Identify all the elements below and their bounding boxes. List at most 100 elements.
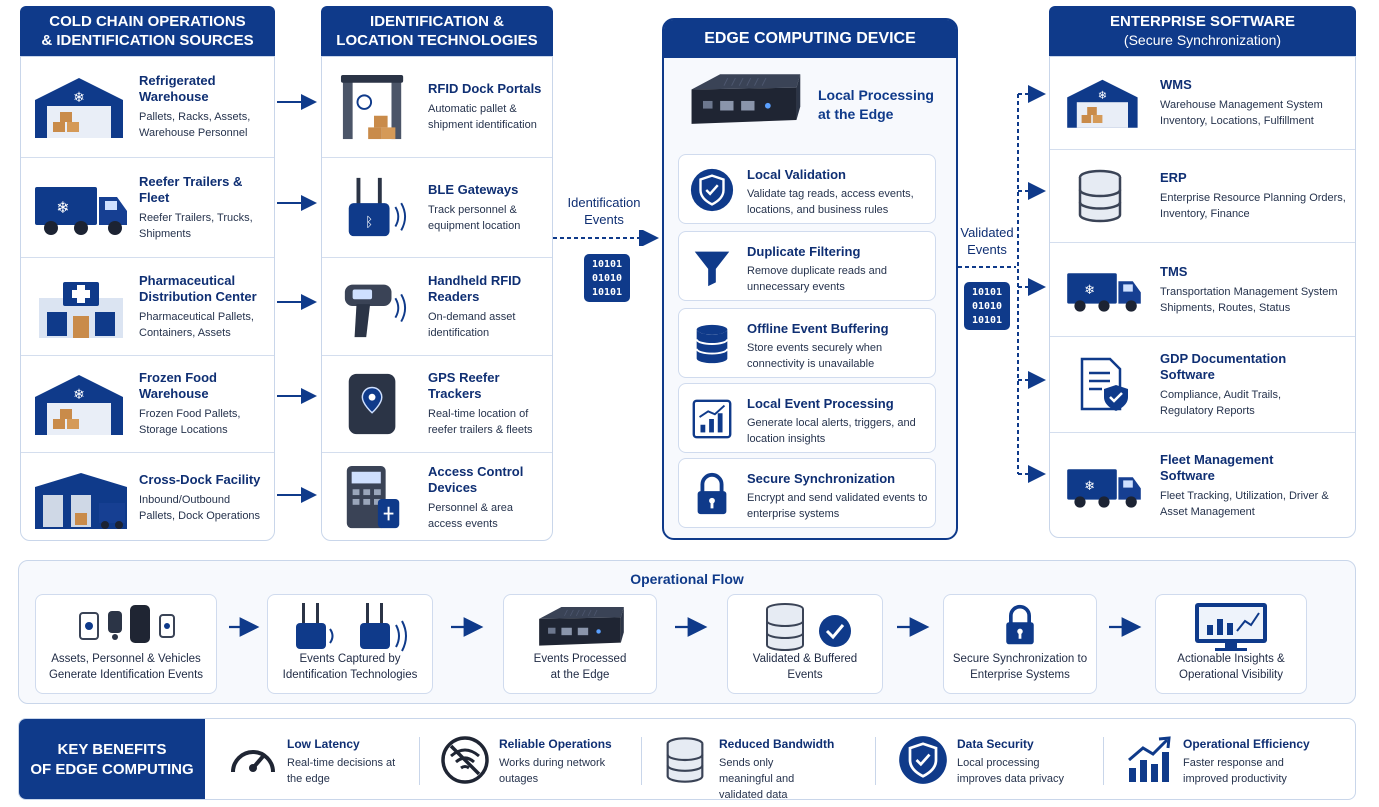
technologies-title-line2: LOCATION TECHNOLOGIES — [336, 32, 538, 49]
tech-desc: On-demand asset identification — [428, 310, 516, 339]
source-desc: Pharmaceutical Pallets, Containers, Asse… — [139, 310, 254, 339]
edge-function-desc: Store events securely when connectivity … — [747, 342, 883, 370]
binary-data-icon: 10101 01010 10101 — [584, 254, 630, 302]
validated-events-label: Validated Events — [960, 225, 1014, 257]
enterprise-panel: WMS Warehouse Management System Inventory… — [1049, 56, 1356, 538]
frozen-warehouse-icon — [31, 369, 131, 439]
enterprise-title-line2: (Secure Synchronization) — [1123, 32, 1282, 48]
benefit-title: Data Security — [957, 737, 1034, 751]
edge-function-title: Secure Synchronization — [747, 471, 896, 486]
flow-step: Secure Synchronization to Enterprise Sys… — [943, 594, 1097, 694]
source-title: Refrigerated Warehouse — [139, 73, 216, 104]
flow-step-label: Events Captured by Identification Techno… — [282, 653, 418, 681]
flow-arrows — [229, 617, 1142, 637]
edge-function-title: Offline Event Buffering — [747, 321, 889, 336]
benefit-desc: Sends only meaningful and validated data — [719, 757, 795, 800]
source-title: Cross-Dock Facility — [139, 471, 261, 487]
enterprise-item: TMS Transportation Management System Ship… — [1050, 242, 1355, 336]
edge-function-desc: Generate local alerts, triggers, and loc… — [747, 417, 916, 445]
enterprise-desc: Warehouse Management System Inventory, L… — [1160, 99, 1323, 127]
source-desc: Inbound/Outbound Pallets, Dock Operation… — [139, 493, 261, 522]
flow-step: Events Captured by Identification Techno… — [267, 594, 433, 694]
identification-events-arrow — [553, 230, 659, 246]
enterprise-title: Fleet Management Software — [1160, 452, 1274, 483]
enterprise-title: WMS — [1160, 77, 1192, 92]
operational-flow-title: Operational Flow — [630, 571, 744, 587]
shield-check-icon — [689, 167, 735, 213]
edge-function-title: Duplicate Filtering — [747, 244, 861, 259]
benefit-divider — [1103, 737, 1104, 785]
reefer-truck-icon — [31, 173, 131, 243]
source-title: Pharmaceutical Distribution Center — [139, 272, 257, 304]
handheld-reader-icon — [334, 273, 414, 341]
flow-step: Assets, Personnel & Vehicles Generate Id… — [35, 594, 217, 694]
tech-title: Access Control Devices — [428, 463, 524, 495]
truck-icon — [1064, 262, 1144, 318]
enterprise-desc: Transportation Management System Shipmen… — [1160, 285, 1338, 314]
source-title: Frozen Food Warehouse — [139, 370, 217, 401]
source-desc: Pallets, Racks, Assets, Warehouse Person… — [139, 111, 251, 139]
operational-flow-panel: Operational Flow Assets, Personnel & Veh… — [18, 560, 1356, 704]
enterprise-desc: Fleet Tracking, Utilization, Driver & As… — [1160, 490, 1329, 518]
edge-device-icon — [682, 66, 806, 134]
tech-title: Handheld RFID Readers — [428, 272, 522, 304]
tech-desc: Track personnel & equipment location — [428, 203, 521, 232]
shield-check-icon — [897, 734, 949, 786]
enterprise-title: ERP — [1160, 170, 1187, 185]
enterprise-title-line1: ENTERPRISE SOFTWARE — [1109, 13, 1296, 30]
enterprise-title: TMS — [1160, 263, 1188, 279]
database-icon — [689, 321, 735, 367]
benefit-title: Reliable Operations — [499, 737, 612, 751]
enterprise-item: WMS Warehouse Management System Inventory… — [1050, 57, 1355, 149]
benefit-desc: Faster response and improved productivit… — [1183, 757, 1287, 785]
sources-title-line2: & IDENTIFICATION SOURCES — [41, 32, 254, 49]
enterprise-desc: Enterprise Resource Planning Orders, Inv… — [1160, 192, 1346, 220]
tech-title: RFID Dock Portals — [428, 81, 542, 96]
sources-header: COLD CHAIN OPERATIONS & IDENTIFICATION S… — [20, 6, 275, 56]
flow-step-label: Actionable Insights & Operational Visibi… — [1177, 653, 1285, 681]
lock-icon — [689, 471, 735, 517]
warehouse-icon — [1064, 72, 1144, 134]
gps-tracker-icon — [334, 370, 414, 438]
flow-step-label: Assets, Personnel & Vehicles Generate Id… — [48, 653, 204, 681]
enterprise-header: ENTERPRISE SOFTWARE (Secure Synchronizat… — [1049, 6, 1356, 56]
edge-function-title: Local Event Processing — [747, 396, 894, 411]
edge-function-desc: Validate tag reads, access events, locat… — [747, 188, 914, 216]
tech-title: BLE Gateways — [428, 181, 519, 197]
flow-step: Events Processed at the Edge — [503, 594, 657, 694]
source-desc: Reefer Trailers, Trucks, Shipments — [139, 211, 253, 240]
tech-title: GPS Reefer Trackers — [428, 370, 500, 401]
edge-function-desc: Encrypt and send validated events to ent… — [747, 492, 928, 520]
sources-title-line1: COLD CHAIN OPERATIONS — [49, 13, 246, 30]
identification-events-label: Identification Events — [567, 195, 641, 227]
cross-dock-icon — [31, 463, 131, 533]
fleet-truck-icon — [1064, 458, 1144, 514]
tech-desc: Automatic pallet & shipment identificati… — [428, 103, 537, 131]
rfid-portal-icon — [334, 73, 414, 141]
benefit-desc: Local processing improves data privacy — [957, 757, 1064, 785]
ble-gateway-icon — [334, 174, 414, 242]
growth-chart-icon — [1123, 734, 1175, 786]
analytics-icon — [689, 396, 735, 442]
source-desc: Frozen Food Pallets, Storage Locations — [139, 408, 241, 436]
access-control-icon — [334, 464, 414, 532]
flow-step: Validated & Buffered Events — [727, 594, 883, 694]
no-wifi-icon — [439, 734, 491, 786]
benefit-divider — [419, 737, 420, 785]
database-stack-icon — [1070, 165, 1130, 227]
flow-step-label: Events Processed at the Edge — [533, 653, 627, 681]
